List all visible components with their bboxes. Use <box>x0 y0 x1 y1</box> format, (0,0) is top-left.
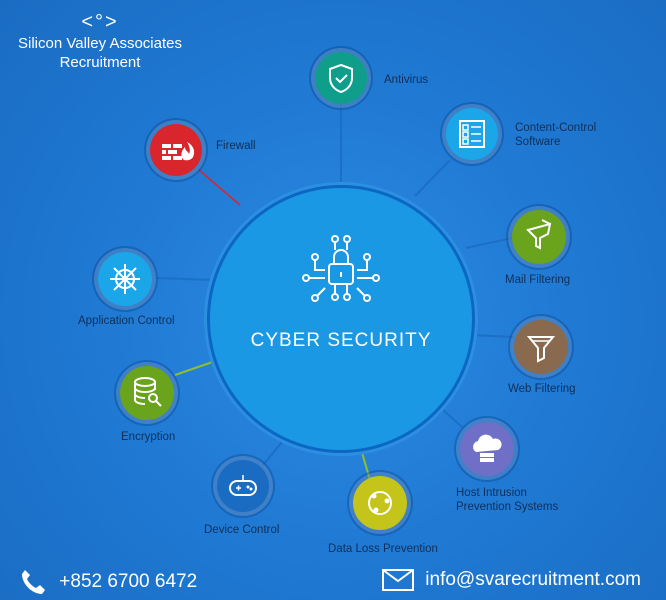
ship-wheel-icon <box>110 264 140 294</box>
phone-contact[interactable]: +852 6700 6472 <box>20 568 197 596</box>
encryption-label: Encryption <box>121 431 176 443</box>
company-name-line1: Silicon Valley Associates <box>18 35 182 52</box>
funnel-mail-icon <box>526 219 552 250</box>
content-control-node[interactable] <box>446 108 498 160</box>
antivirus-node[interactable] <box>315 52 367 104</box>
content-control-label-line1: Content-Control <box>515 122 597 134</box>
logo-mark: <°> <box>81 11 119 33</box>
application-control-node[interactable] <box>98 252 152 306</box>
phone-number: +852 6700 6472 <box>59 571 198 593</box>
company-logo: <°> Silicon Valley Associates Recruitmen… <box>0 10 200 72</box>
database-key-icon <box>134 377 162 407</box>
host-intrusion-label-line1: Host Intrusion <box>456 487 527 499</box>
funnel-icon <box>526 336 556 363</box>
mail-filtering-label: Mail Filtering <box>505 274 571 286</box>
content-control-label-line2: Software <box>515 136 561 148</box>
host-intrusion-label: Host Intrusion Prevention Systems <box>456 486 558 514</box>
padlock-circuit-icon <box>301 232 381 313</box>
cyber-security-hub: CYBER SECURITY <box>210 188 472 450</box>
firewall-icon <box>162 142 195 161</box>
data-loss-prevention-label: Data Loss Prevention <box>328 543 438 555</box>
data-loss-prevention-node[interactable] <box>353 476 407 530</box>
email-contact[interactable]: info@svarecruitment.com <box>382 568 641 592</box>
phone-icon <box>22 570 45 594</box>
application-control-label: Application Control <box>78 315 175 327</box>
host-intrusion-label-line2: Prevention Systems <box>456 501 559 513</box>
antivirus-label: Antivirus <box>384 74 429 86</box>
firewall-node[interactable] <box>150 124 202 176</box>
host-intrusion-node[interactable] <box>460 422 514 476</box>
document-list-icon <box>459 120 485 148</box>
mail-icon <box>382 569 414 591</box>
device-control-node[interactable] <box>217 460 269 512</box>
email-address: info@svarecruitment.com <box>425 569 641 591</box>
web-filtering-node[interactable] <box>514 320 568 374</box>
firewall-label: Firewall <box>216 140 256 152</box>
device-control-label: Device Control <box>204 524 280 536</box>
cloud-server-icon <box>473 434 502 462</box>
gamepad-icon <box>229 475 257 496</box>
shield-check-icon <box>329 63 353 94</box>
company-name-line2: Recruitment <box>59 54 141 71</box>
web-filtering-label: Web Filtering <box>508 383 576 395</box>
content-control-label: Content-Control Software <box>515 121 596 149</box>
share-nodes-icon <box>368 491 392 515</box>
hub-title: CYBER SECURITY <box>250 330 432 351</box>
mail-filtering-node[interactable] <box>512 210 566 264</box>
encryption-node[interactable] <box>120 366 174 420</box>
